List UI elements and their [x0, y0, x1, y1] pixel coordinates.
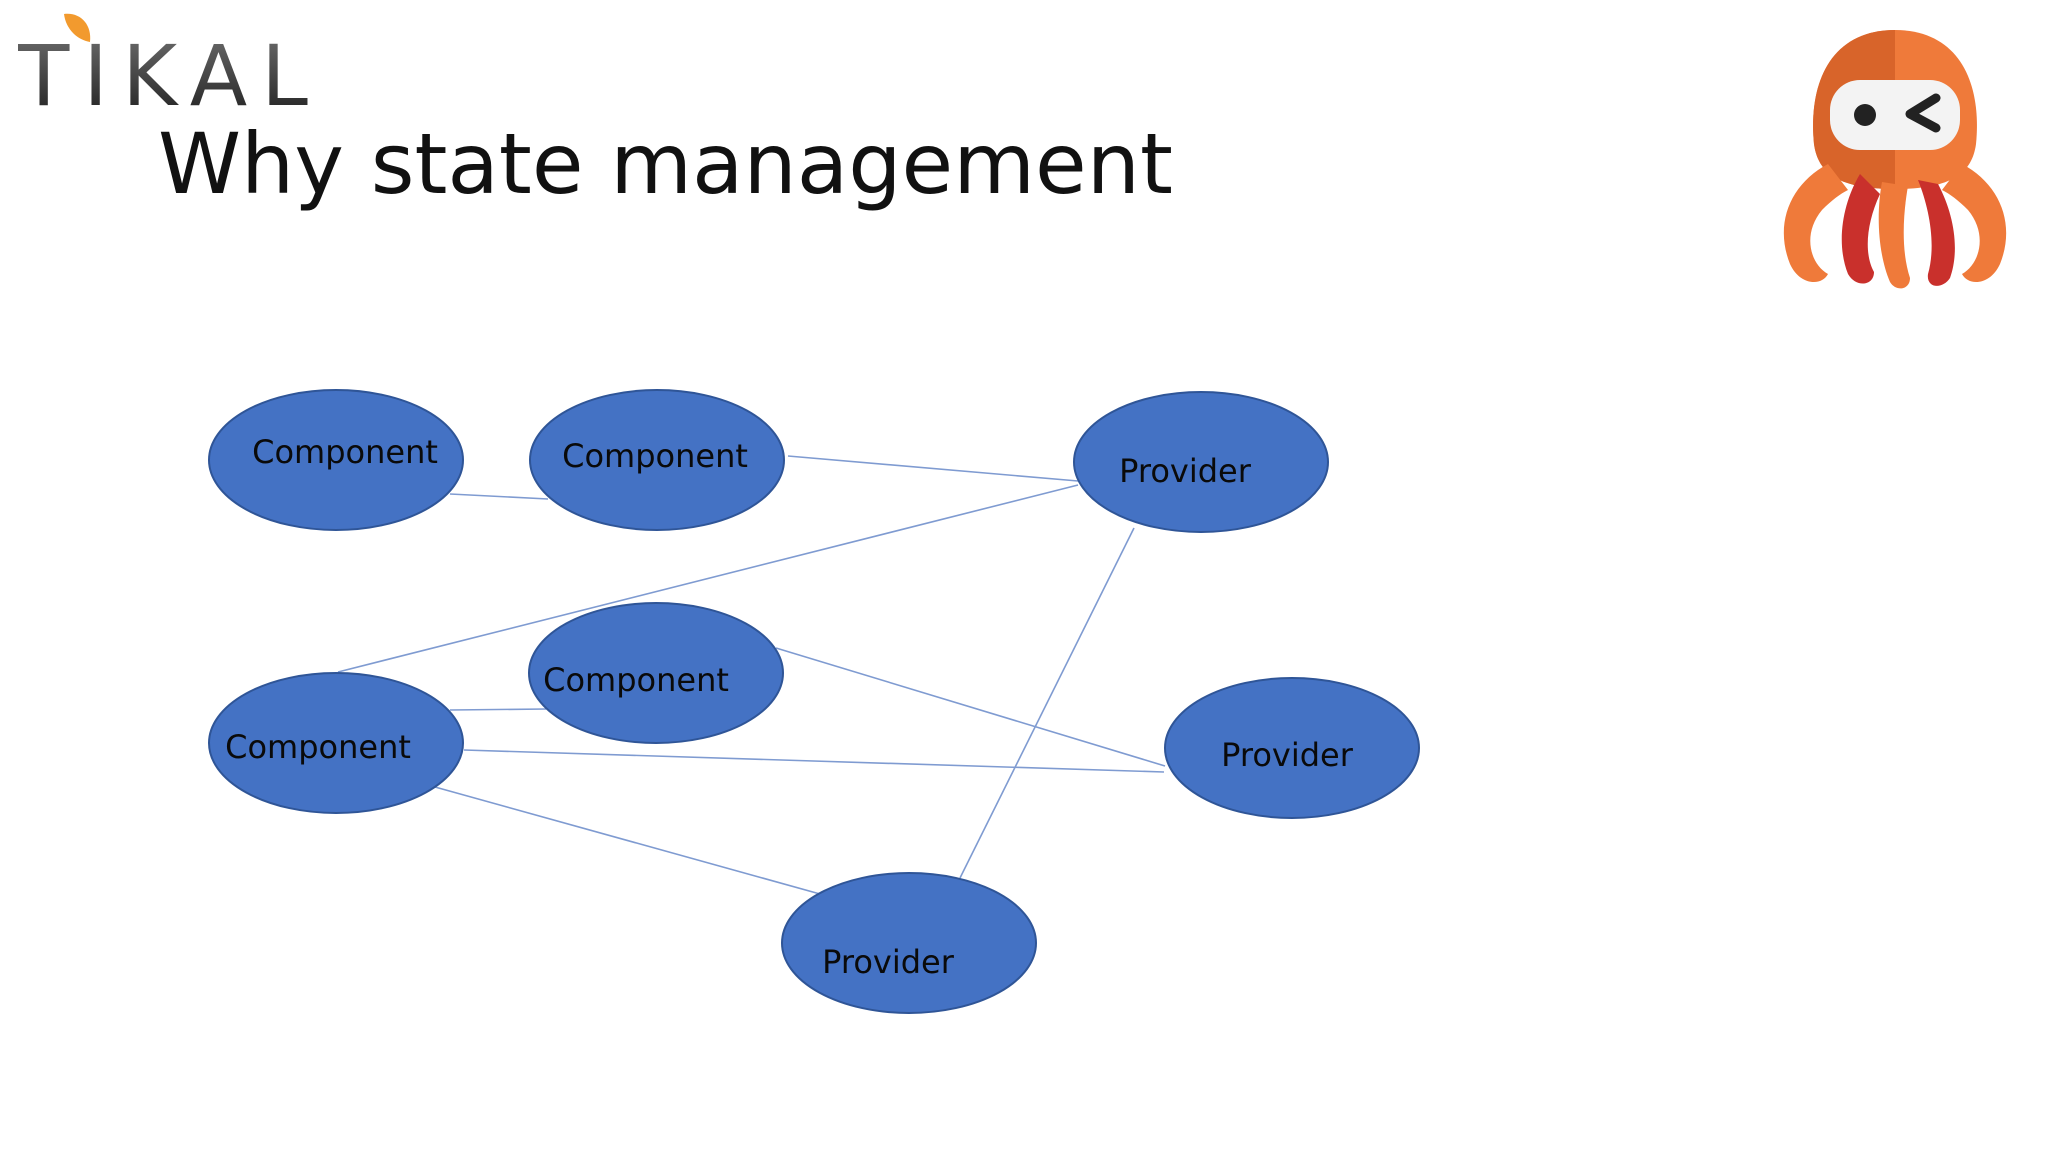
octopus-mascot-icon: [1783, 30, 2007, 289]
node-component-4: Component: [208, 672, 464, 814]
edge-c4-p2: [463, 749, 1165, 773]
node-provider-2: Provider: [1164, 677, 1420, 819]
node-label: Provider: [1221, 736, 1354, 774]
logo-leaf-icon: [64, 13, 91, 42]
node-label: Component: [252, 433, 438, 471]
edge-c3-p2: [775, 647, 1166, 767]
slide-title: Why state management: [158, 115, 1173, 213]
node-label: Component: [225, 728, 411, 766]
node-component-3: Component: [528, 602, 784, 744]
edge-p1-p3: [959, 527, 1135, 879]
edge-c1-c2: [449, 493, 549, 500]
node-provider-1: Provider: [1073, 391, 1329, 533]
edge-c4-c3: [449, 708, 547, 711]
edge-c4-p1: [337, 484, 1079, 673]
node-label: Provider: [1119, 452, 1252, 490]
edge-c4-p3: [434, 786, 821, 895]
node-label: Component: [543, 661, 729, 699]
node-component-2: Component: [529, 389, 785, 531]
node-label: Provider: [822, 943, 955, 981]
node-label: Component: [562, 437, 748, 475]
node-component-1: Component: [208, 389, 464, 531]
node-provider-3: Provider: [781, 872, 1037, 1014]
tikal-logo: TIKAL: [18, 27, 322, 125]
edge-c2-p1: [787, 455, 1079, 482]
